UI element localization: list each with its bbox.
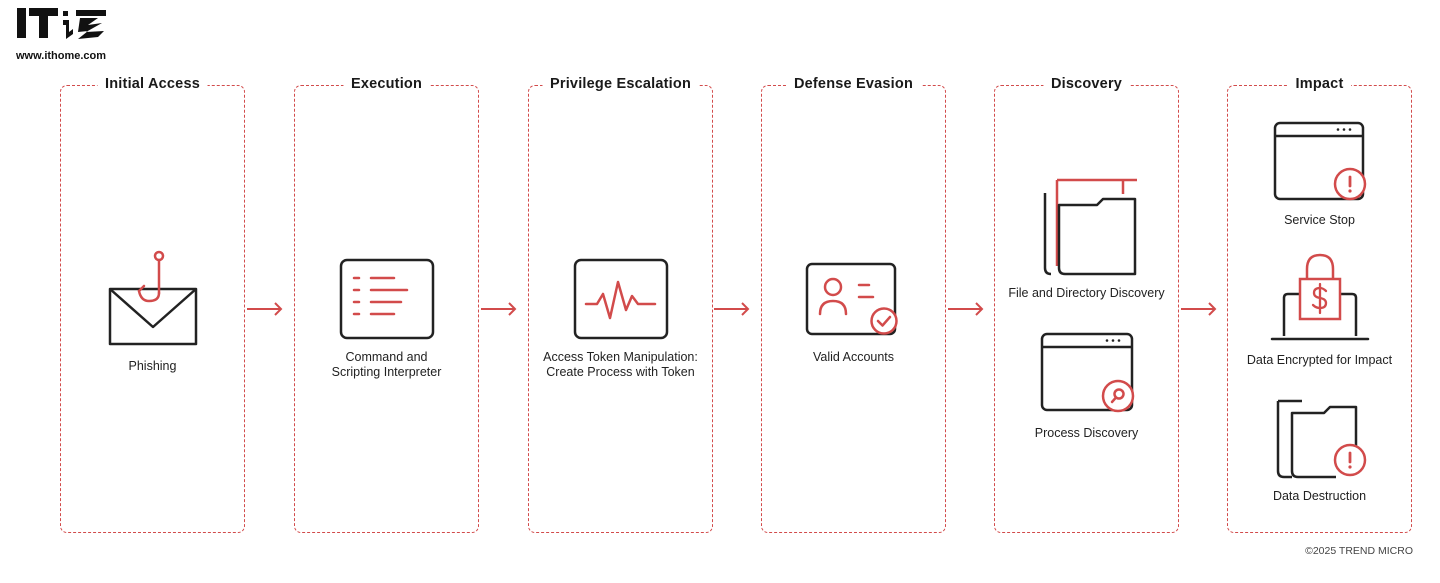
flow-arrow-icon	[1181, 302, 1217, 316]
id-card-check-icon	[805, 262, 898, 336]
technique-command-scripting[interactable]: Command and Scripting Interpreter	[294, 258, 479, 380]
logo-url: www.ithome.com	[16, 50, 107, 62]
copyright-text: ©2025 TREND MICRO	[1305, 545, 1413, 557]
ithome-logo[interactable]: www.ithome.com	[14, 5, 114, 62]
window-search-icon	[1040, 332, 1134, 413]
terminal-window-icon	[339, 258, 434, 340]
flow-arrow-icon	[948, 302, 984, 316]
document-alert-icon	[1276, 399, 1366, 479]
ithome-logo-mark	[17, 8, 106, 39]
technique-access-token[interactable]: Access Token Manipulation: Create Proces…	[528, 258, 713, 380]
technique-file-directory-discovery[interactable]: File and Directory Discovery	[994, 178, 1179, 301]
technique-label: File and Directory Discovery	[1008, 286, 1165, 300]
technique-label: Process Discovery	[1034, 426, 1139, 440]
technique-data-encrypted[interactable]: Data Encrypted for Impact	[1227, 251, 1412, 368]
technique-service-stop[interactable]: Service Stop	[1227, 121, 1412, 228]
stage-title: Initial Access	[97, 76, 208, 92]
flow-arrow-icon	[714, 302, 750, 316]
technique-phishing[interactable]: Phishing	[60, 249, 245, 374]
technique-data-destruction[interactable]: Data Destruction	[1227, 397, 1412, 504]
phishing-mail-icon	[108, 250, 197, 346]
window-alert-icon	[1273, 121, 1366, 201]
stage-discovery: Discovery File and Directory Discovery P…	[994, 76, 1179, 533]
stage-defense-evasion: Defense Evasion Valid Accounts	[761, 76, 946, 533]
stage-title: Defense Evasion	[785, 76, 922, 92]
flow-arrow-icon	[481, 302, 517, 316]
stage-border	[994, 85, 1179, 533]
stage-title: Impact	[1287, 76, 1352, 92]
technique-label: Data Encrypted for Impact	[1246, 353, 1393, 367]
stage-impact: Impact Service Stop Data Encrypted for I…	[1227, 76, 1412, 533]
stage-privilege-escalation: Privilege Escalation Access Token Manipu…	[528, 76, 713, 533]
pulse-monitor-icon	[573, 258, 668, 340]
stage-title: Discovery	[1042, 76, 1131, 92]
stage-title: Execution	[342, 76, 431, 92]
technique-label: Phishing	[128, 359, 177, 373]
laptop-lock-icon	[1270, 253, 1369, 341]
technique-process-discovery[interactable]: Process Discovery	[994, 332, 1179, 441]
technique-valid-accounts[interactable]: Valid Accounts	[761, 260, 946, 365]
technique-label: Access Token Manipulation: Create Proces…	[543, 350, 698, 379]
stage-execution: Execution Command and Scripting Interpre…	[294, 76, 479, 533]
technique-label: Data Destruction	[1272, 489, 1367, 503]
technique-label: Service Stop	[1284, 213, 1355, 227]
stage-title: Privilege Escalation	[541, 76, 700, 92]
stage-initial-access: Initial Access Phishing	[60, 76, 245, 533]
flow-arrow-icon	[247, 302, 283, 316]
technique-label: Valid Accounts	[812, 350, 895, 364]
technique-label: Command and Scripting Interpreter	[331, 350, 442, 379]
folder-docs-icon	[1043, 178, 1137, 276]
